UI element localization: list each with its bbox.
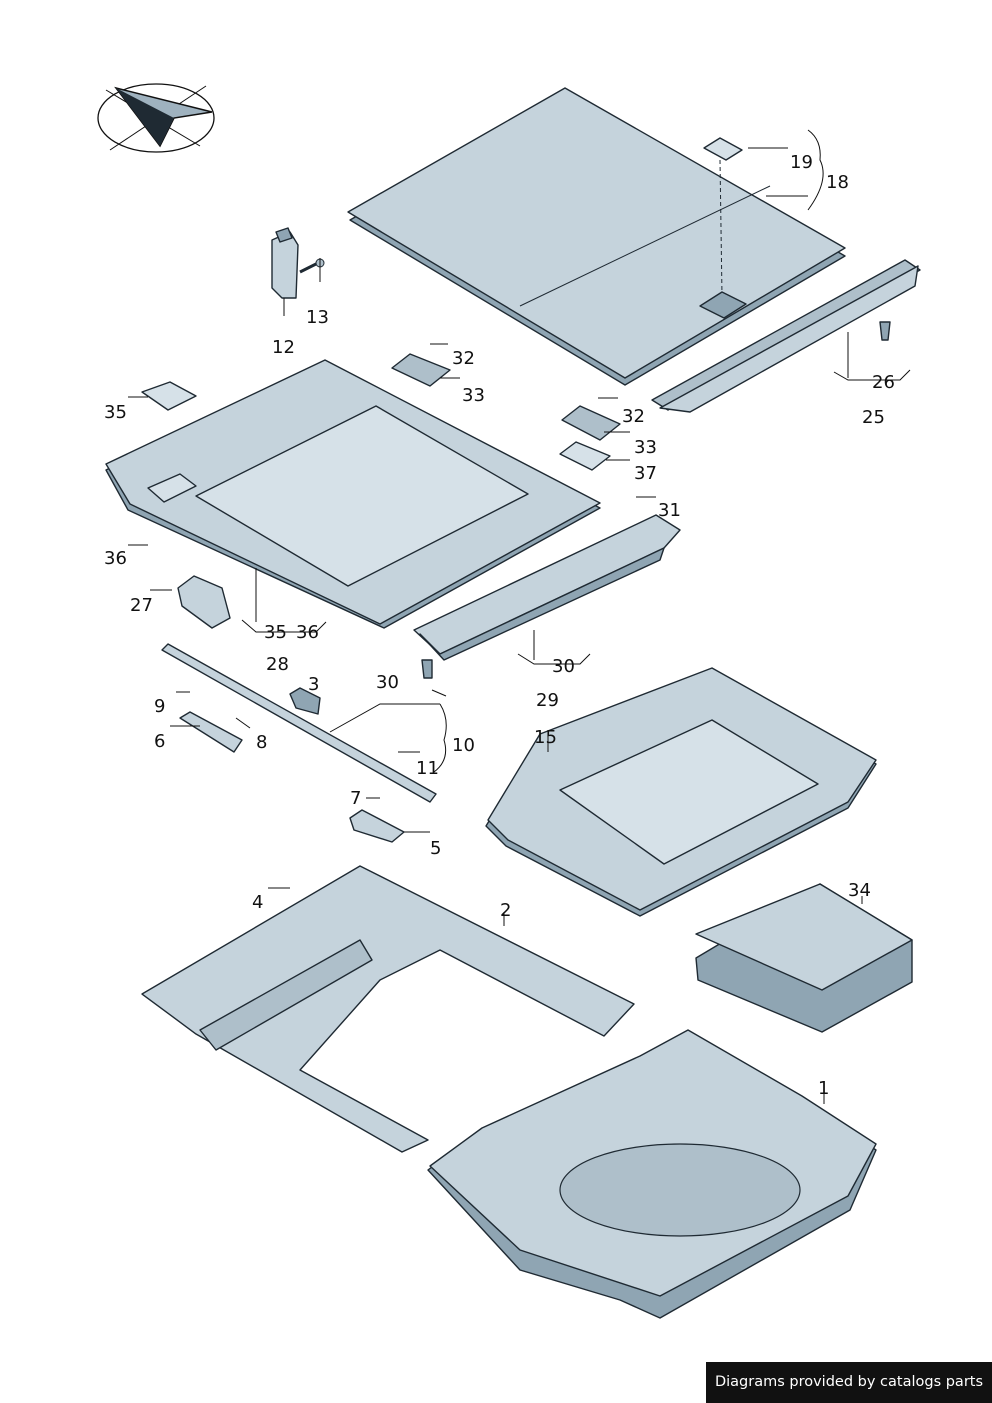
callout-3: 3 (308, 674, 319, 695)
callout-30: 30 (376, 672, 399, 693)
callout-4: 4 (252, 892, 263, 913)
trim-panel-part-29 (413, 514, 681, 679)
callout-labels: 19 18 13 12 32 33 32 33 37 35 36 26 25 3… (104, 152, 895, 1099)
callout-33: 33 (462, 385, 485, 406)
callout-1: 1 (818, 1078, 829, 1099)
callout-35: 35 (264, 622, 287, 643)
callout-10: 10 (452, 735, 475, 756)
direction-arrow-icon (97, 83, 215, 153)
callout-35: 35 (104, 402, 127, 423)
callout-36: 36 (104, 548, 127, 569)
callout-6: 6 (154, 731, 165, 752)
callout-36: 36 (296, 622, 319, 643)
callout-2: 2 (500, 900, 511, 921)
bracket-part-12 (271, 227, 299, 299)
callout-15: 15 (534, 727, 557, 748)
rail-part-10 (161, 643, 437, 803)
callout-29: 29 (536, 690, 559, 711)
callout-26: 26 (872, 372, 895, 393)
callout-32: 32 (622, 406, 645, 427)
callout-30: 30 (552, 656, 575, 677)
small-brackets (179, 687, 405, 843)
callout-11: 11 (416, 758, 439, 779)
callout-9: 9 (154, 696, 165, 717)
mat-part-34 (695, 883, 913, 1033)
floor-panel-part-28 (105, 359, 601, 629)
callout-25: 25 (862, 407, 885, 428)
callout-18: 18 (826, 172, 849, 193)
bracket-part-27 (177, 575, 231, 629)
callout-37: 37 (634, 463, 657, 484)
leader-lines (128, 129, 911, 1104)
callout-32: 32 (452, 348, 475, 369)
callout-5: 5 (430, 838, 441, 859)
callout-12: 12 (272, 337, 295, 358)
callout-27: 27 (130, 595, 153, 616)
tray-part-15 (485, 667, 877, 917)
credit-banner: Diagrams provided by catalogs parts (706, 1362, 992, 1403)
callout-19: 19 (790, 152, 813, 173)
tub-part-1 (427, 1029, 877, 1319)
callout-28: 28 (266, 654, 289, 675)
load-floor-cover-part-18 (347, 87, 846, 386)
callout-8: 8 (256, 732, 267, 753)
mount-clip-part-33 (391, 353, 621, 471)
callout-33: 33 (634, 437, 657, 458)
sill-trim-part-25 (651, 259, 921, 413)
callout-13: 13 (306, 307, 329, 328)
callout-34: 34 (848, 880, 871, 901)
frame-part-2 (141, 865, 635, 1153)
callout-31: 31 (658, 500, 681, 521)
callout-7: 7 (350, 788, 361, 809)
